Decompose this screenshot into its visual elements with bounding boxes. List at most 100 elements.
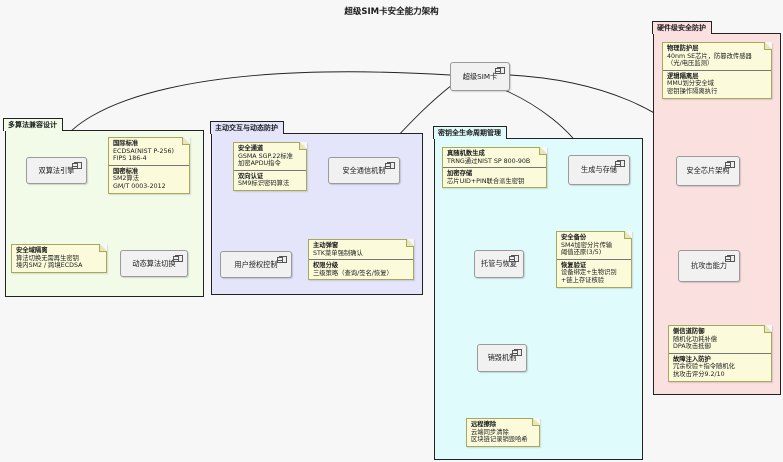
note-section-enc-storage: 加密存储 芯片UID+PIN联合派生密钥 [443, 167, 546, 187]
note-heading-gm: 国密标准 [113, 167, 139, 175]
note-line: MMU划分安全域 [667, 80, 714, 88]
note-line: 加密APDU指令 [238, 160, 281, 168]
secure-comm-component[interactable]: 安全通信机制 [328, 157, 400, 184]
note-section-side-channel: 侧信道防御 随机化功耗补偿 DPA攻击抵御 [669, 326, 771, 353]
diagram-title: 超级SIM卡安全能力架构 [344, 7, 439, 17]
note-section-verify: 恢复验证 设备绑定+生物识别 +链上存证核验 [557, 258, 631, 287]
root-component-super-sim[interactable]: 超级SIM卡 [450, 62, 510, 91]
dual-engine-label: 双算法引擎 [38, 165, 75, 175]
component-icon [277, 256, 287, 263]
package-hardware-security-title: 硬件级安全防护 [652, 21, 712, 34]
user-auth-label: 用户授权控制 [234, 259, 278, 269]
note-line: DPA攻击抵御 [673, 343, 711, 351]
note-line: ECDSA(NIST P-256) [113, 147, 174, 155]
dynamic-switch-component[interactable]: 动态算法切换 [120, 250, 188, 277]
note-line: 芯片UID+PIN联合派生密钥 [447, 177, 525, 185]
note-line: SM2算法 [113, 175, 140, 183]
note-section-fault-injection: 故障注入防护 冗余校验+指令随机化 抗攻击评分9.2/10 [669, 352, 771, 381]
component-icon [512, 349, 522, 356]
note-section-popup: 主动弹窗 STK菜单强制确认 [309, 240, 413, 259]
note-heading-backup: 安全备份 [561, 234, 587, 241]
backup-recovery-note: 安全备份 SM4加密分片传输 阈值还原(3/5) 恢复验证 设备绑定+生物识别 … [556, 231, 632, 288]
dual-engine-component[interactable]: 双算法引擎 [26, 157, 87, 184]
user-auth-component[interactable]: 用户授权控制 [220, 251, 292, 278]
note-line: 冗余校验+指令随机化 [673, 363, 735, 371]
note-line: GSMA SGP.22标准 [238, 152, 293, 160]
note-line: +链上存证核验 [561, 276, 605, 284]
component-icon [509, 255, 519, 262]
isolation-note: 安全域隔离 算法切换无需再生密钥 境内SM2 / 跨境ECDSA [11, 244, 107, 273]
note-section-logical: 逻辑隔离层 MMU划分安全域 密钥操作隔离执行 [663, 69, 771, 98]
note-heading-isolation: 安全域隔离 [16, 247, 48, 254]
note-section-rng: 真随机数生成 TRNG通过NIST SP 800-90B [443, 148, 546, 167]
note-section-mutual-auth: 双向认证 SM9标识密码算法 [234, 169, 306, 190]
package-key-lifecycle [434, 138, 643, 460]
note-line: 随机化功耗补偿 [673, 335, 718, 343]
note-section-intl: 国际标准 ECDSA(NIST P-256) FIPS 186-4 [109, 138, 189, 165]
note-section-isolation: 安全域隔离 算法切换无需再生密钥 境内SM2 / 跨境ECDSA [12, 245, 106, 272]
note-line: 三级策略（查询/签名/恢复） [313, 269, 393, 277]
physical-logical-note: 物理防护层 40nm SE芯片，防篡改传感器 （光/电压监测） 逻辑隔离层 MM… [662, 42, 772, 99]
destroy-label: 销毁机制 [487, 353, 517, 362]
component-icon [72, 162, 82, 169]
note-line: FIPS 186-4 [113, 155, 147, 163]
note-line: （光/电压监测） [667, 60, 714, 68]
note-section-backup: 安全备份 SM4加密分片传输 阈值还原(3/5) [557, 232, 631, 259]
note-line: 境内SM2 / 跨境ECDSA [16, 262, 83, 270]
note-section-channel: 安全通道 GSMA SGP.22标准 加密APDU指令 [234, 143, 306, 170]
secure-comm-label: 安全通信机制 [342, 165, 386, 175]
note-line: GM/T 0003-2012 [113, 182, 166, 190]
note-line: 云端同步清除 [471, 428, 509, 436]
package-algorithm-compat-title: 多算法兼容设计 [3, 118, 63, 131]
note-section-physical: 物理防护层 40nm SE芯片，防篡改传感器 （光/电压监测） [663, 43, 771, 70]
escrow-recovery-label: 托管与恢复 [481, 259, 517, 268]
anti-attack-component[interactable]: 抗攻击能力 [678, 250, 740, 282]
note-heading-popup: 主动弹窗 [313, 242, 339, 249]
chip-arch-component[interactable]: 安全芯片架构 [676, 156, 740, 186]
note-line: 算法切换无需再生密钥 [16, 254, 79, 262]
gen-store-component[interactable]: 生成与存储 [568, 155, 630, 185]
note-line: 密钥操作隔离执行 [667, 87, 718, 95]
root-label: 超级SIM卡 [462, 71, 498, 81]
note-line: 40nm SE芯片，防篡改传感器 [667, 52, 752, 60]
note-line: 设备绑定+生物识别 [561, 269, 617, 277]
note-heading-enc-storage: 加密存储 [447, 170, 473, 178]
note-heading-permission: 权限分级 [313, 262, 339, 270]
note-section-permission: 权限分级 三级策略（查询/签名/恢复） [309, 259, 413, 279]
note-line: 抗攻击评分9.2/10 [673, 370, 725, 378]
remote-wipe-note: 远程擦除 云端同步清除 区块链记录销毁哈希 [466, 418, 540, 447]
note-heading-mutual-auth: 双向认证 [238, 172, 264, 180]
dynamic-switch-label: 动态算法切换 [132, 258, 176, 268]
note-heading-channel: 安全通道 [238, 145, 264, 152]
note-line: 阈值还原(3/5) [561, 249, 602, 257]
component-icon [173, 255, 183, 262]
note-line: SM4加密分片传输 [561, 241, 613, 249]
gen-store-label: 生成与存储 [581, 165, 617, 174]
component-icon [495, 67, 505, 74]
note-heading-side-channel: 侧信道防御 [673, 328, 705, 335]
note-line: SM9标识密码算法 [238, 180, 290, 188]
note-heading-logical: 逻辑隔离层 [667, 72, 699, 80]
component-icon [385, 162, 395, 169]
note-line: 区块链记录销毁哈希 [471, 436, 528, 444]
standards-note: 国际标准 ECDSA(NIST P-256) FIPS 186-4 国密标准 S… [108, 137, 190, 194]
note-section-wipe: 远程擦除 云端同步清除 区块链记录销毁哈希 [467, 419, 539, 446]
note-heading-rng: 真随机数生成 [447, 150, 485, 157]
note-heading-verify: 恢复验证 [561, 261, 587, 269]
destroy-component[interactable]: 销毁机制 [477, 344, 527, 372]
component-icon [725, 255, 735, 262]
component-icon [725, 161, 735, 168]
package-key-lifecycle-title: 密钥全生命周期管理 [433, 126, 507, 139]
note-section-gm: 国密标准 SM2算法 GM/T 0003-2012 [109, 164, 189, 193]
note-heading-physical: 物理防护层 [667, 45, 699, 52]
note-line: TRNG通过NIST SP 800-90B [447, 157, 531, 165]
anti-attack-label: 抗攻击能力 [691, 261, 727, 270]
secure-channel-note: 安全通道 GSMA SGP.22标准 加密APDU指令 双向认证 SM9标识密码… [233, 142, 307, 191]
side-channel-note: 侧信道防御 随机化功耗补偿 DPA攻击抵御 故障注入防护 冗余校验+指令随机化 … [668, 325, 772, 382]
escrow-recovery-component[interactable]: 托管与恢复 [474, 250, 524, 278]
note-heading-intl: 国际标准 [113, 140, 139, 147]
note-heading-fault-injection: 故障注入防护 [673, 355, 711, 363]
package-interaction-protection-title: 主动交互与动态防护 [210, 121, 284, 134]
popup-authorization-note: 主动弹窗 STK菜单强制确认 权限分级 三级策略（查询/签名/恢复） [308, 239, 414, 281]
chip-arch-label: 安全芯片架构 [686, 166, 730, 175]
